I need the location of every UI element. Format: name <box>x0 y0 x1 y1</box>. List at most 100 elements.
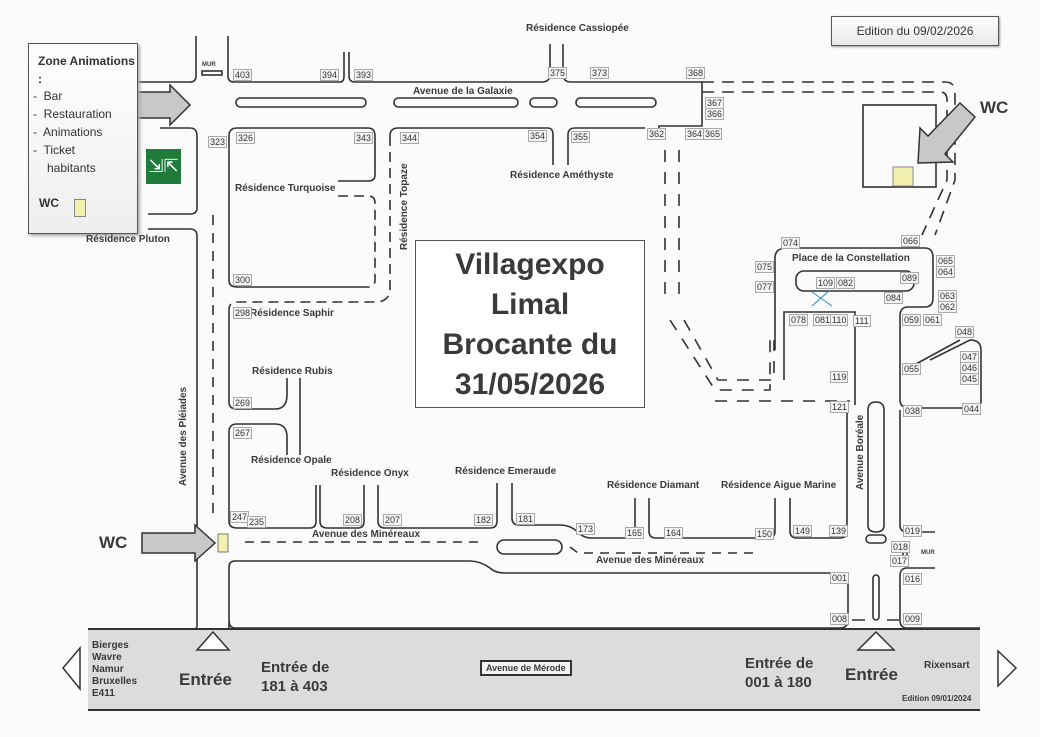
house-number: 001 <box>830 572 850 584</box>
street-boreale: Avenue Boréale <box>855 414 866 490</box>
direction-item: Bruxelles <box>92 676 138 687</box>
entrance-left: Entrée <box>179 670 232 689</box>
house-number: 061 <box>923 314 943 326</box>
direction-item: E411 <box>92 688 115 699</box>
house-number: 045 <box>960 373 980 385</box>
house-number: 081 <box>813 314 833 326</box>
residence-opale: Résidence Opale <box>251 455 332 466</box>
house-number: 008 <box>830 613 850 625</box>
house-number: 066 <box>901 235 921 247</box>
direction-item: Bierges <box>92 640 129 651</box>
house-number: 059 <box>902 314 922 326</box>
residence-emeraude: Résidence Emeraude <box>455 466 557 477</box>
house-number: 362 <box>647 128 667 140</box>
house-number: 355 <box>571 131 591 143</box>
house-number: 165 <box>625 527 645 539</box>
house-number: 075 <box>755 261 775 273</box>
house-number: 038 <box>903 405 923 417</box>
house-number: 017 <box>890 555 910 567</box>
house-number: 109 <box>816 277 836 289</box>
house-number: 016 <box>903 573 923 585</box>
wc-label-right: WC <box>980 98 1009 117</box>
house-number: 373 <box>590 67 610 79</box>
house-number: 182 <box>474 514 494 526</box>
house-number: 365 <box>703 128 723 140</box>
house-number: 074 <box>781 237 801 249</box>
directions-left: Bierges Wavre Namur Bruxelles E411 <box>92 640 137 700</box>
house-number: 235 <box>247 516 267 528</box>
title-line: Brocante du <box>442 328 618 361</box>
house-number: 208 <box>343 514 363 526</box>
house-number: 375 <box>548 67 568 79</box>
place-constellation: Place de la Constellation <box>792 253 910 264</box>
residence-diamant: Résidence Diamant <box>607 480 700 491</box>
direction-item: Wavre <box>92 652 122 663</box>
zone-list: Bar Restauration Animations Ticket habit… <box>33 87 127 177</box>
zone-animations-box: Zone Animations : Bar Restauration Anima… <box>28 43 138 234</box>
house-number: 300 <box>233 274 253 286</box>
direction-rixensart: Rixensart <box>924 660 970 671</box>
event-title-box: Villagexpo Limal Brocante du 31/05/2026 <box>415 240 645 408</box>
mur-label: MUR <box>202 62 216 68</box>
house-number: 403 <box>233 69 253 81</box>
street-merode: Avenue de Mérode <box>480 660 572 676</box>
house-number: 269 <box>233 397 253 409</box>
house-number: 121 <box>830 401 850 413</box>
edition-bottom: Edition 09/01/2024 <box>902 694 972 703</box>
house-number: 064 <box>936 266 956 278</box>
residence-turquoise: Résidence Turquoise <box>235 183 336 194</box>
edition-date-box: Edition du 09/02/2026 <box>831 16 999 46</box>
house-number: 298 <box>233 307 253 319</box>
house-number: 207 <box>383 514 403 526</box>
house-number: 139 <box>829 525 849 537</box>
entrance-right-range: Entrée de 001 à 180 <box>745 655 814 691</box>
residence-aigue-marine: Résidence Aigue Marine <box>721 480 837 491</box>
house-number: 089 <box>900 272 920 284</box>
house-number: 077 <box>755 281 775 293</box>
house-number: 354 <box>528 130 548 142</box>
house-number: 062 <box>938 301 958 313</box>
house-number: 343 <box>354 132 374 144</box>
house-number: 323 <box>208 136 228 148</box>
house-number: 344 <box>400 132 420 144</box>
zone-wc-label: WC <box>39 196 59 210</box>
house-number: 150 <box>755 528 775 540</box>
zone-item: Animations <box>33 123 127 141</box>
house-number: 009 <box>903 613 923 625</box>
zone-title: Zone Animations : <box>38 54 135 86</box>
entrance-right: Entrée <box>845 665 898 684</box>
direction-item: Namur <box>92 664 124 675</box>
house-number: 078 <box>789 314 809 326</box>
house-number: 164 <box>664 527 684 539</box>
house-number: 368 <box>686 67 706 79</box>
title-line: Limal <box>490 288 570 321</box>
house-number: 366 <box>705 108 725 120</box>
house-number: 110 <box>830 314 849 326</box>
zone-item: Bar <box>33 87 127 105</box>
street-mineraux: Avenue des Minéreaux <box>312 529 421 540</box>
residence-pluton: Résidence Pluton <box>86 234 170 245</box>
house-number: 018 <box>891 541 911 553</box>
residence-cassiopee: Résidence Cassiopée <box>526 23 629 34</box>
house-number: 149 <box>793 525 813 537</box>
entrance-left-range: Entrée de 181 à 403 <box>261 659 330 695</box>
title-line: Villagexpo <box>455 248 605 281</box>
residence-onyx: Résidence Onyx <box>331 468 409 479</box>
house-number: 181 <box>516 513 536 525</box>
residence-rubis: Résidence Rubis <box>252 366 333 377</box>
house-number: 111 <box>853 315 871 327</box>
house-number: 173 <box>576 523 596 535</box>
house-number: 394 <box>320 69 340 81</box>
zone-item: Restauration <box>33 105 127 123</box>
house-number: 048 <box>955 326 975 338</box>
street-mineraux: Avenue des Minéreaux <box>596 555 705 566</box>
residence-topaze: Résidence Topaze <box>399 163 410 250</box>
mur-label: MUR <box>921 550 935 556</box>
house-number: 393 <box>354 69 374 81</box>
residence-saphir: Résidence Saphir <box>250 308 334 319</box>
street-galaxie: Avenue de la Galaxie <box>413 86 513 97</box>
house-number: 084 <box>884 292 904 304</box>
house-number: 055 <box>902 363 922 375</box>
house-number: 267 <box>233 427 253 439</box>
street-pleiades: Avenue des Pléiades <box>178 386 189 486</box>
